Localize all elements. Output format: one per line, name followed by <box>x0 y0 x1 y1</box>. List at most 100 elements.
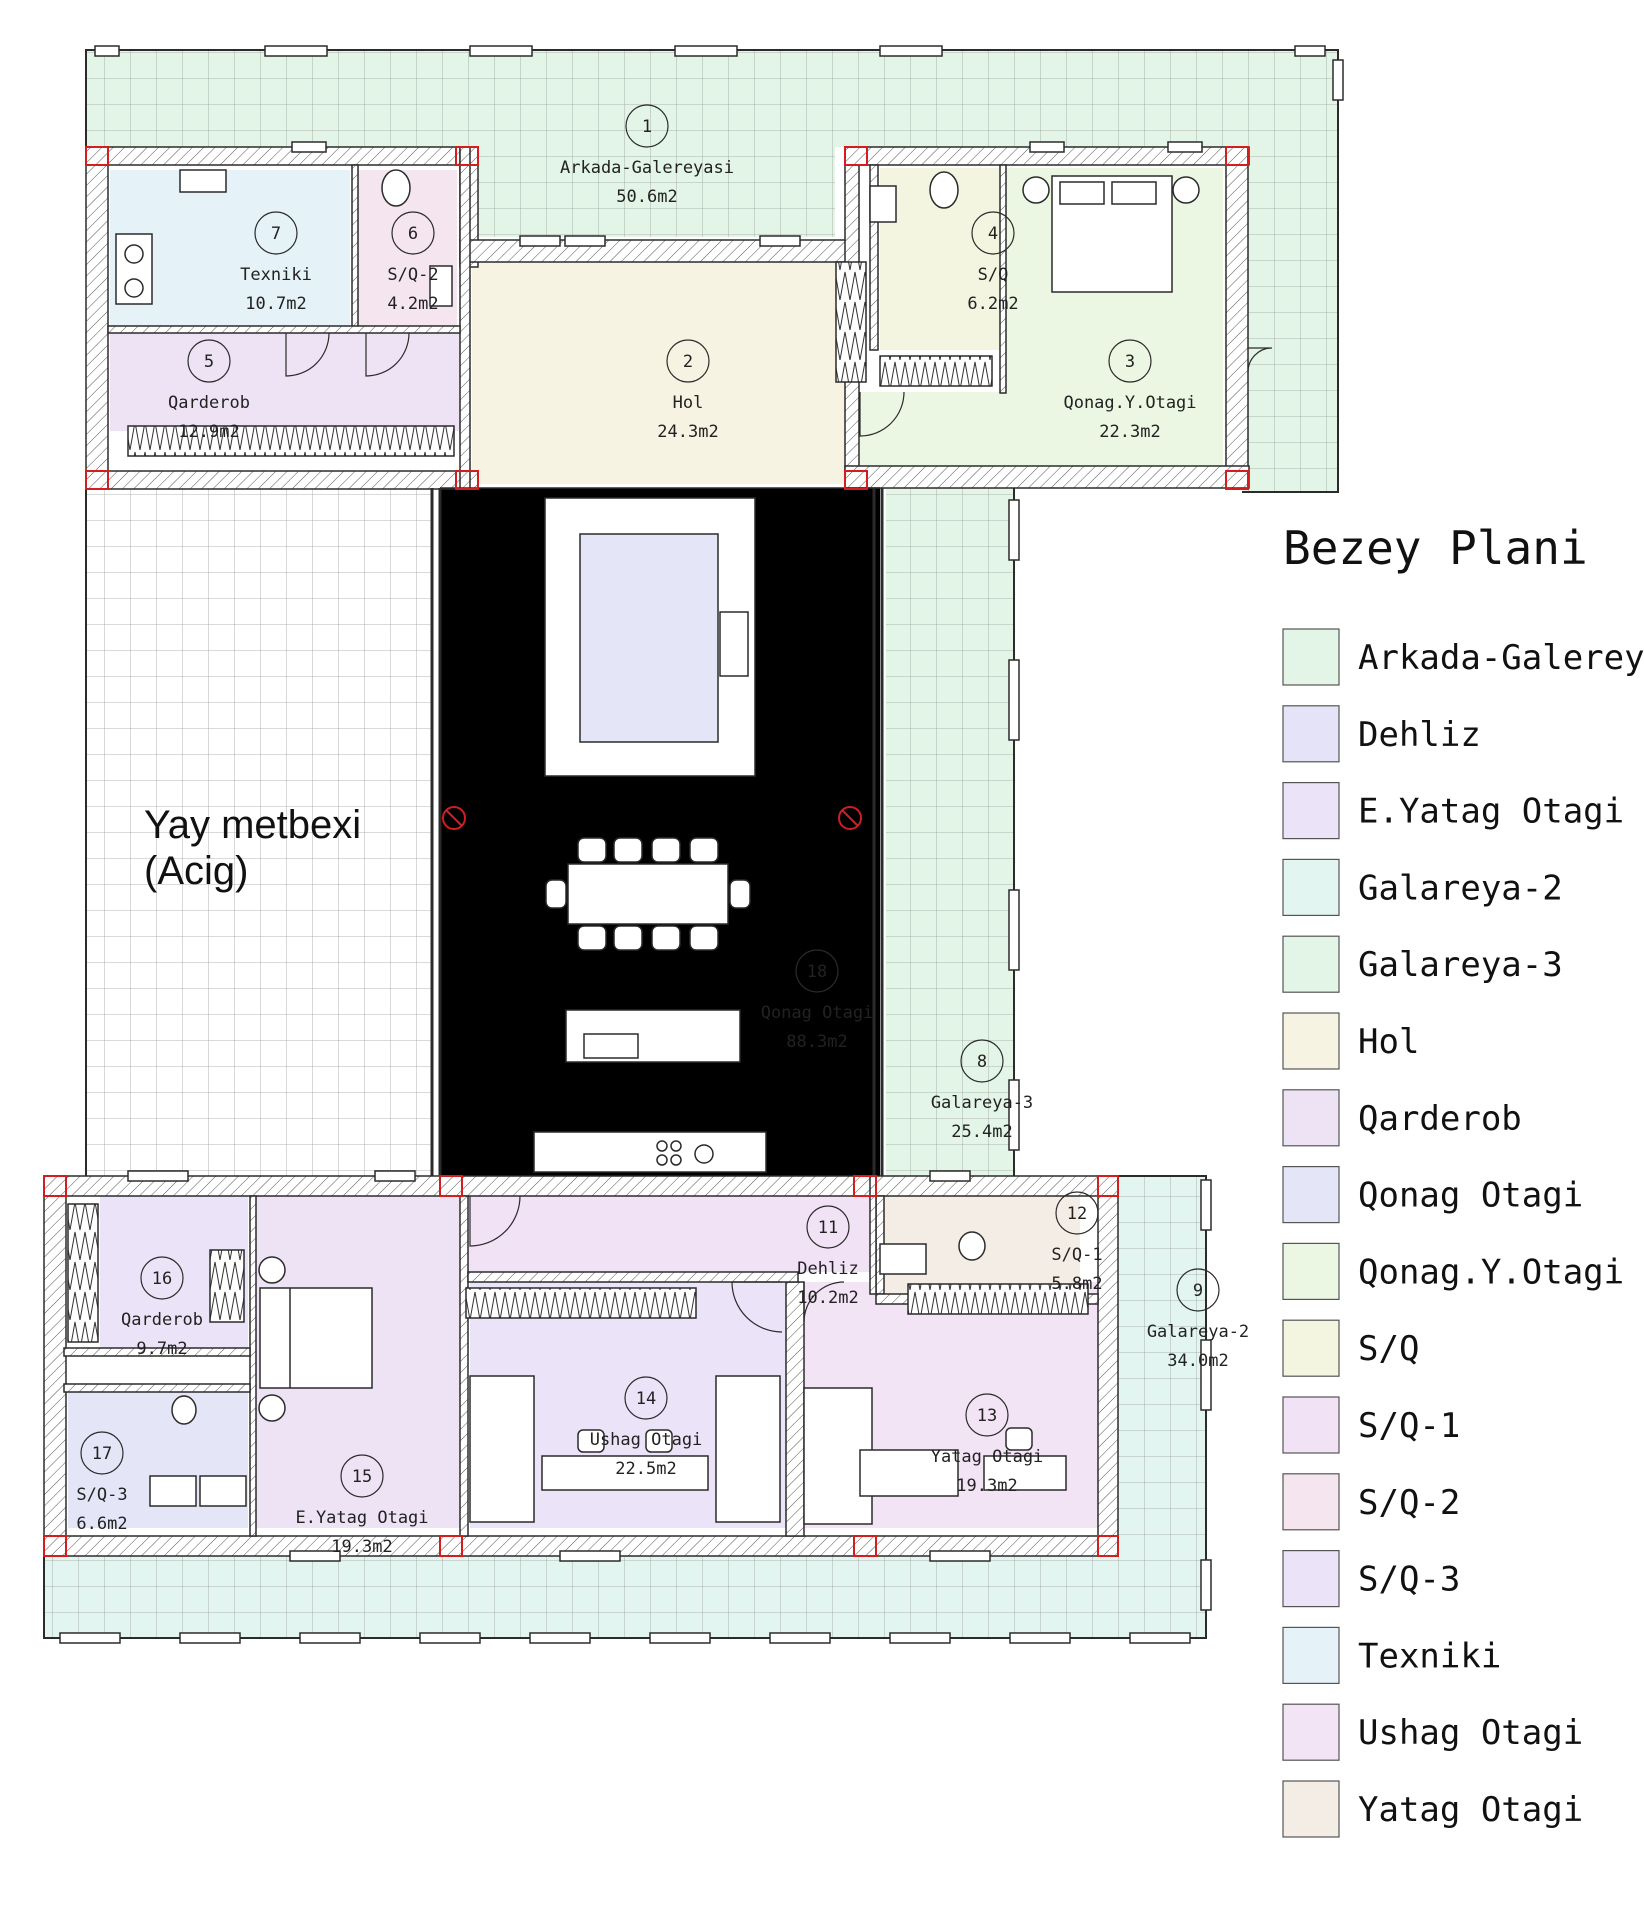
legend-swatch <box>1282 1549 1340 1608</box>
room-name: Galareya-3 <box>931 1093 1033 1113</box>
wardrobes <box>67 261 1089 1343</box>
legend-item: S/Q <box>1282 1319 1419 1377</box>
legend: Bezey Plani Arkada-GalereyasiDehlizE.Yat… <box>1282 521 1644 1838</box>
room-number-circle <box>1055 1191 1099 1235</box>
dining-chairs <box>545 837 751 951</box>
legend-title: Bezey Plani <box>1283 521 1588 575</box>
room-number: 7 <box>271 224 281 244</box>
legend-item: Qarderob <box>1282 1089 1522 1147</box>
legend-swatch <box>1282 935 1340 993</box>
room-area: 34.0m2 <box>1167 1351 1228 1371</box>
room-number-circle <box>965 1393 1009 1437</box>
room-area: 25.4m2 <box>951 1122 1012 1142</box>
room-name: Dehliz <box>797 1259 858 1279</box>
room-area: 9.7m2 <box>136 1339 187 1359</box>
room-name: S/Q-3 <box>76 1485 127 1505</box>
legend-swatch <box>1282 1242 1340 1301</box>
legend-label: Qonag.Y.Otagi <box>1358 1252 1624 1292</box>
legend-label: Yatag Otagi <box>1358 1790 1583 1830</box>
room-number: 17 <box>92 1444 112 1464</box>
room-number: 11 <box>818 1218 838 1238</box>
legend-label: Ushag Otagi <box>1358 1713 1583 1753</box>
room-number: 3 <box>1125 352 1135 372</box>
open-area-label-line2: (Acig) <box>144 849 248 893</box>
room-area: 19.3m2 <box>331 1537 392 1557</box>
legend-item: Dehliz <box>1282 705 1481 763</box>
room-label-15: 15E.Yatag Otagi 19.3m2 <box>295 1454 429 1557</box>
room-area: 10.7m2 <box>245 294 306 314</box>
legend-item: Ushag Otagi <box>1282 1703 1583 1761</box>
room-number-circle <box>1108 339 1152 383</box>
legend-item: Galareya-2 <box>1282 858 1563 917</box>
room-labels: 1Arkada-Galereyasi50.6m22Hol24.3m23Qonag… <box>76 104 1249 1557</box>
doors <box>285 332 1273 1333</box>
room-name: Qonag Otagi <box>761 1003 874 1023</box>
legend-swatch <box>1282 1165 1340 1224</box>
room-area: 5.8m2 <box>1051 1274 1102 1294</box>
legend-item: Hol <box>1282 1012 1419 1070</box>
room-number: 15 <box>352 1467 372 1487</box>
no-entry-marks <box>442 806 862 830</box>
room-number: 18 <box>807 962 827 982</box>
legend-item: Qonag.Y.Otagi <box>1282 1242 1624 1301</box>
room-area: 6.2m2 <box>967 294 1018 314</box>
bed-kid-2 <box>715 1375 781 1523</box>
legend-label: Galareya-3 <box>1358 945 1563 985</box>
room-name: Texniki <box>240 265 312 285</box>
room-number: 4 <box>988 224 998 244</box>
room-area: 88.3m2 <box>786 1032 847 1052</box>
desk-kids <box>541 1455 709 1491</box>
room-number: 12 <box>1067 1204 1087 1224</box>
room-label-6: 6S/Q-24.2m2 <box>387 211 439 314</box>
legend-label: Qonag Otagi <box>1358 1176 1583 1216</box>
legend-item: Texniki <box>1282 1626 1501 1685</box>
living-glazing <box>430 487 884 1176</box>
legend-swatch <box>1282 1780 1340 1838</box>
room-label-12: 12S/Q-15.8m2 <box>1051 1191 1103 1294</box>
room-number-circle <box>391 211 435 255</box>
room-number-circle <box>254 211 298 255</box>
room-number: 2 <box>683 352 693 372</box>
room-number: 8 <box>977 1052 987 1072</box>
room-fill-11 <box>466 1176 870 1272</box>
bed-master <box>259 1287 373 1389</box>
room-number-circle <box>960 1039 1004 1083</box>
room-number: 6 <box>408 224 418 244</box>
room-number-circle <box>971 211 1015 255</box>
room-name: Qonag.Y.Otagi <box>1063 393 1196 413</box>
room-fill-2 <box>472 262 845 484</box>
legend-item: Galareya-3 <box>1282 935 1563 993</box>
room-area: 24.3m2 <box>657 422 718 442</box>
room-number: 5 <box>204 352 214 372</box>
room-number: 1 <box>642 117 652 137</box>
legend-swatch <box>1282 1012 1340 1070</box>
kitchen-counter <box>533 1131 767 1173</box>
walls <box>43 146 1250 1557</box>
room-name: E.Yatag Otagi <box>295 1508 428 1528</box>
bed-kid-1 <box>469 1375 535 1523</box>
legend-swatch <box>1282 1396 1340 1454</box>
legend-item: Yatag Otagi <box>1282 1780 1583 1838</box>
legend-swatch <box>1282 705 1340 763</box>
room-number-circle <box>187 339 231 383</box>
desk-yatag <box>983 1455 1067 1491</box>
windows <box>59 45 1344 1644</box>
furniture-rooms <box>115 169 1200 1525</box>
room-label-17: 17S/Q-3 6.6m2 <box>76 1431 128 1534</box>
furniture <box>533 497 767 1173</box>
room-number: 13 <box>977 1406 997 1426</box>
legend-swatch <box>1282 1473 1340 1531</box>
room-area: 6.6m2 <box>76 1514 127 1534</box>
column-markers <box>43 146 1249 1557</box>
room-area: 4.2m2 <box>387 294 438 314</box>
room-number-circle <box>80 1431 124 1475</box>
room-number: 14 <box>636 1389 656 1409</box>
legend-item: Arkada-Galereyasi <box>1282 628 1644 686</box>
